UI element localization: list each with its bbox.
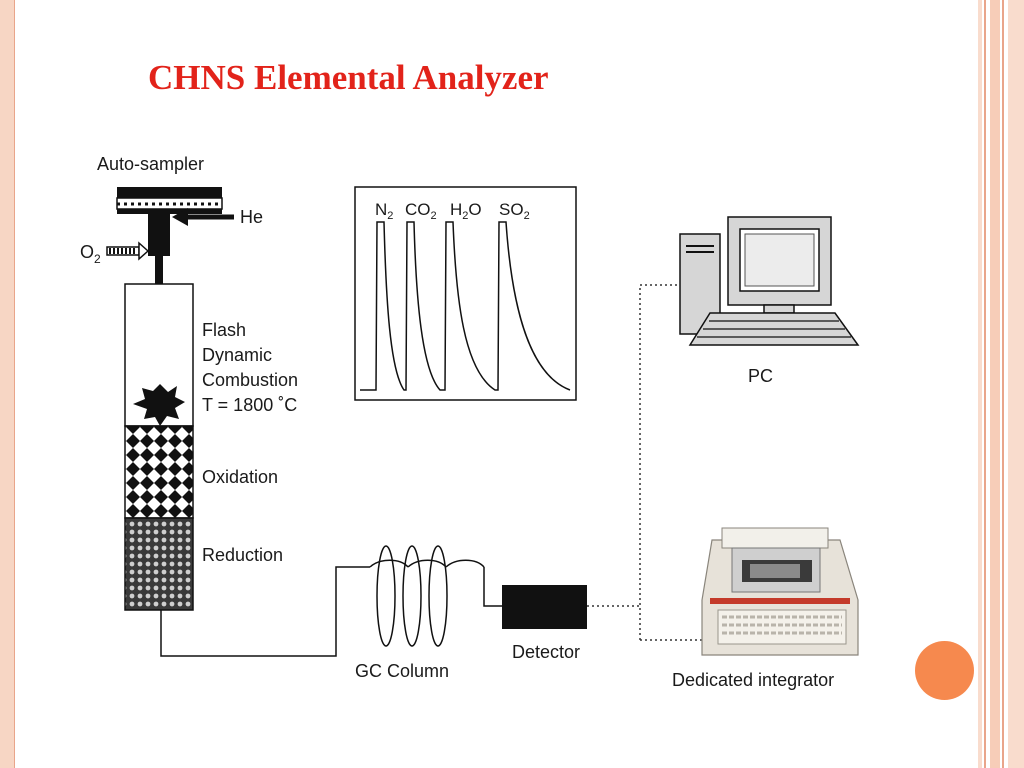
combustion-label-line4: T = 1800 ˚C [202,395,297,415]
outlet-tube [160,566,370,657]
detector-box [502,585,587,629]
flash-burst-icon [133,384,185,426]
reduction-label: Reduction [202,545,283,565]
peak-label-co2: CO2 [405,200,437,222]
oxidation-zone [124,425,194,519]
he-arrow-icon [172,208,234,226]
peak-label-so2: SO2 [499,200,530,222]
gc-column-coil [369,545,485,647]
chromatogram-trace [360,221,571,391]
he-label: He [240,207,263,227]
peak-label-h2o: H2O [450,200,482,222]
autosampler-label: Auto-sampler [97,154,204,174]
orange-dot-decoration [915,641,974,700]
column-to-detector-tube [483,567,502,607]
slide-border-left [0,0,15,768]
o2-arrow-icon [106,241,150,261]
autosampler-icon [116,187,223,284]
pc-icon [679,216,860,346]
pc-label: PC [748,366,773,386]
combustion-label-line3: Combustion [202,370,298,390]
detector-label: Detector [512,642,580,662]
integrator-icon [701,527,859,656]
slide-title: CHNS Elemental Analyzer [148,58,549,97]
o2-label: O2 [80,242,101,266]
signal-lines [587,284,702,641]
combustion-label-line1: Flash [202,320,246,340]
oxidation-label: Oxidation [202,467,278,487]
slide-border-right [978,0,1024,768]
peak-label-n2: N2 [375,200,393,222]
reduction-zone [124,517,194,611]
chromatogram-box [354,186,577,401]
gc-column-label: GC Column [355,661,449,681]
combustion-label-line2: Dynamic [202,345,272,365]
integrator-label: Dedicated integrator [672,670,834,690]
